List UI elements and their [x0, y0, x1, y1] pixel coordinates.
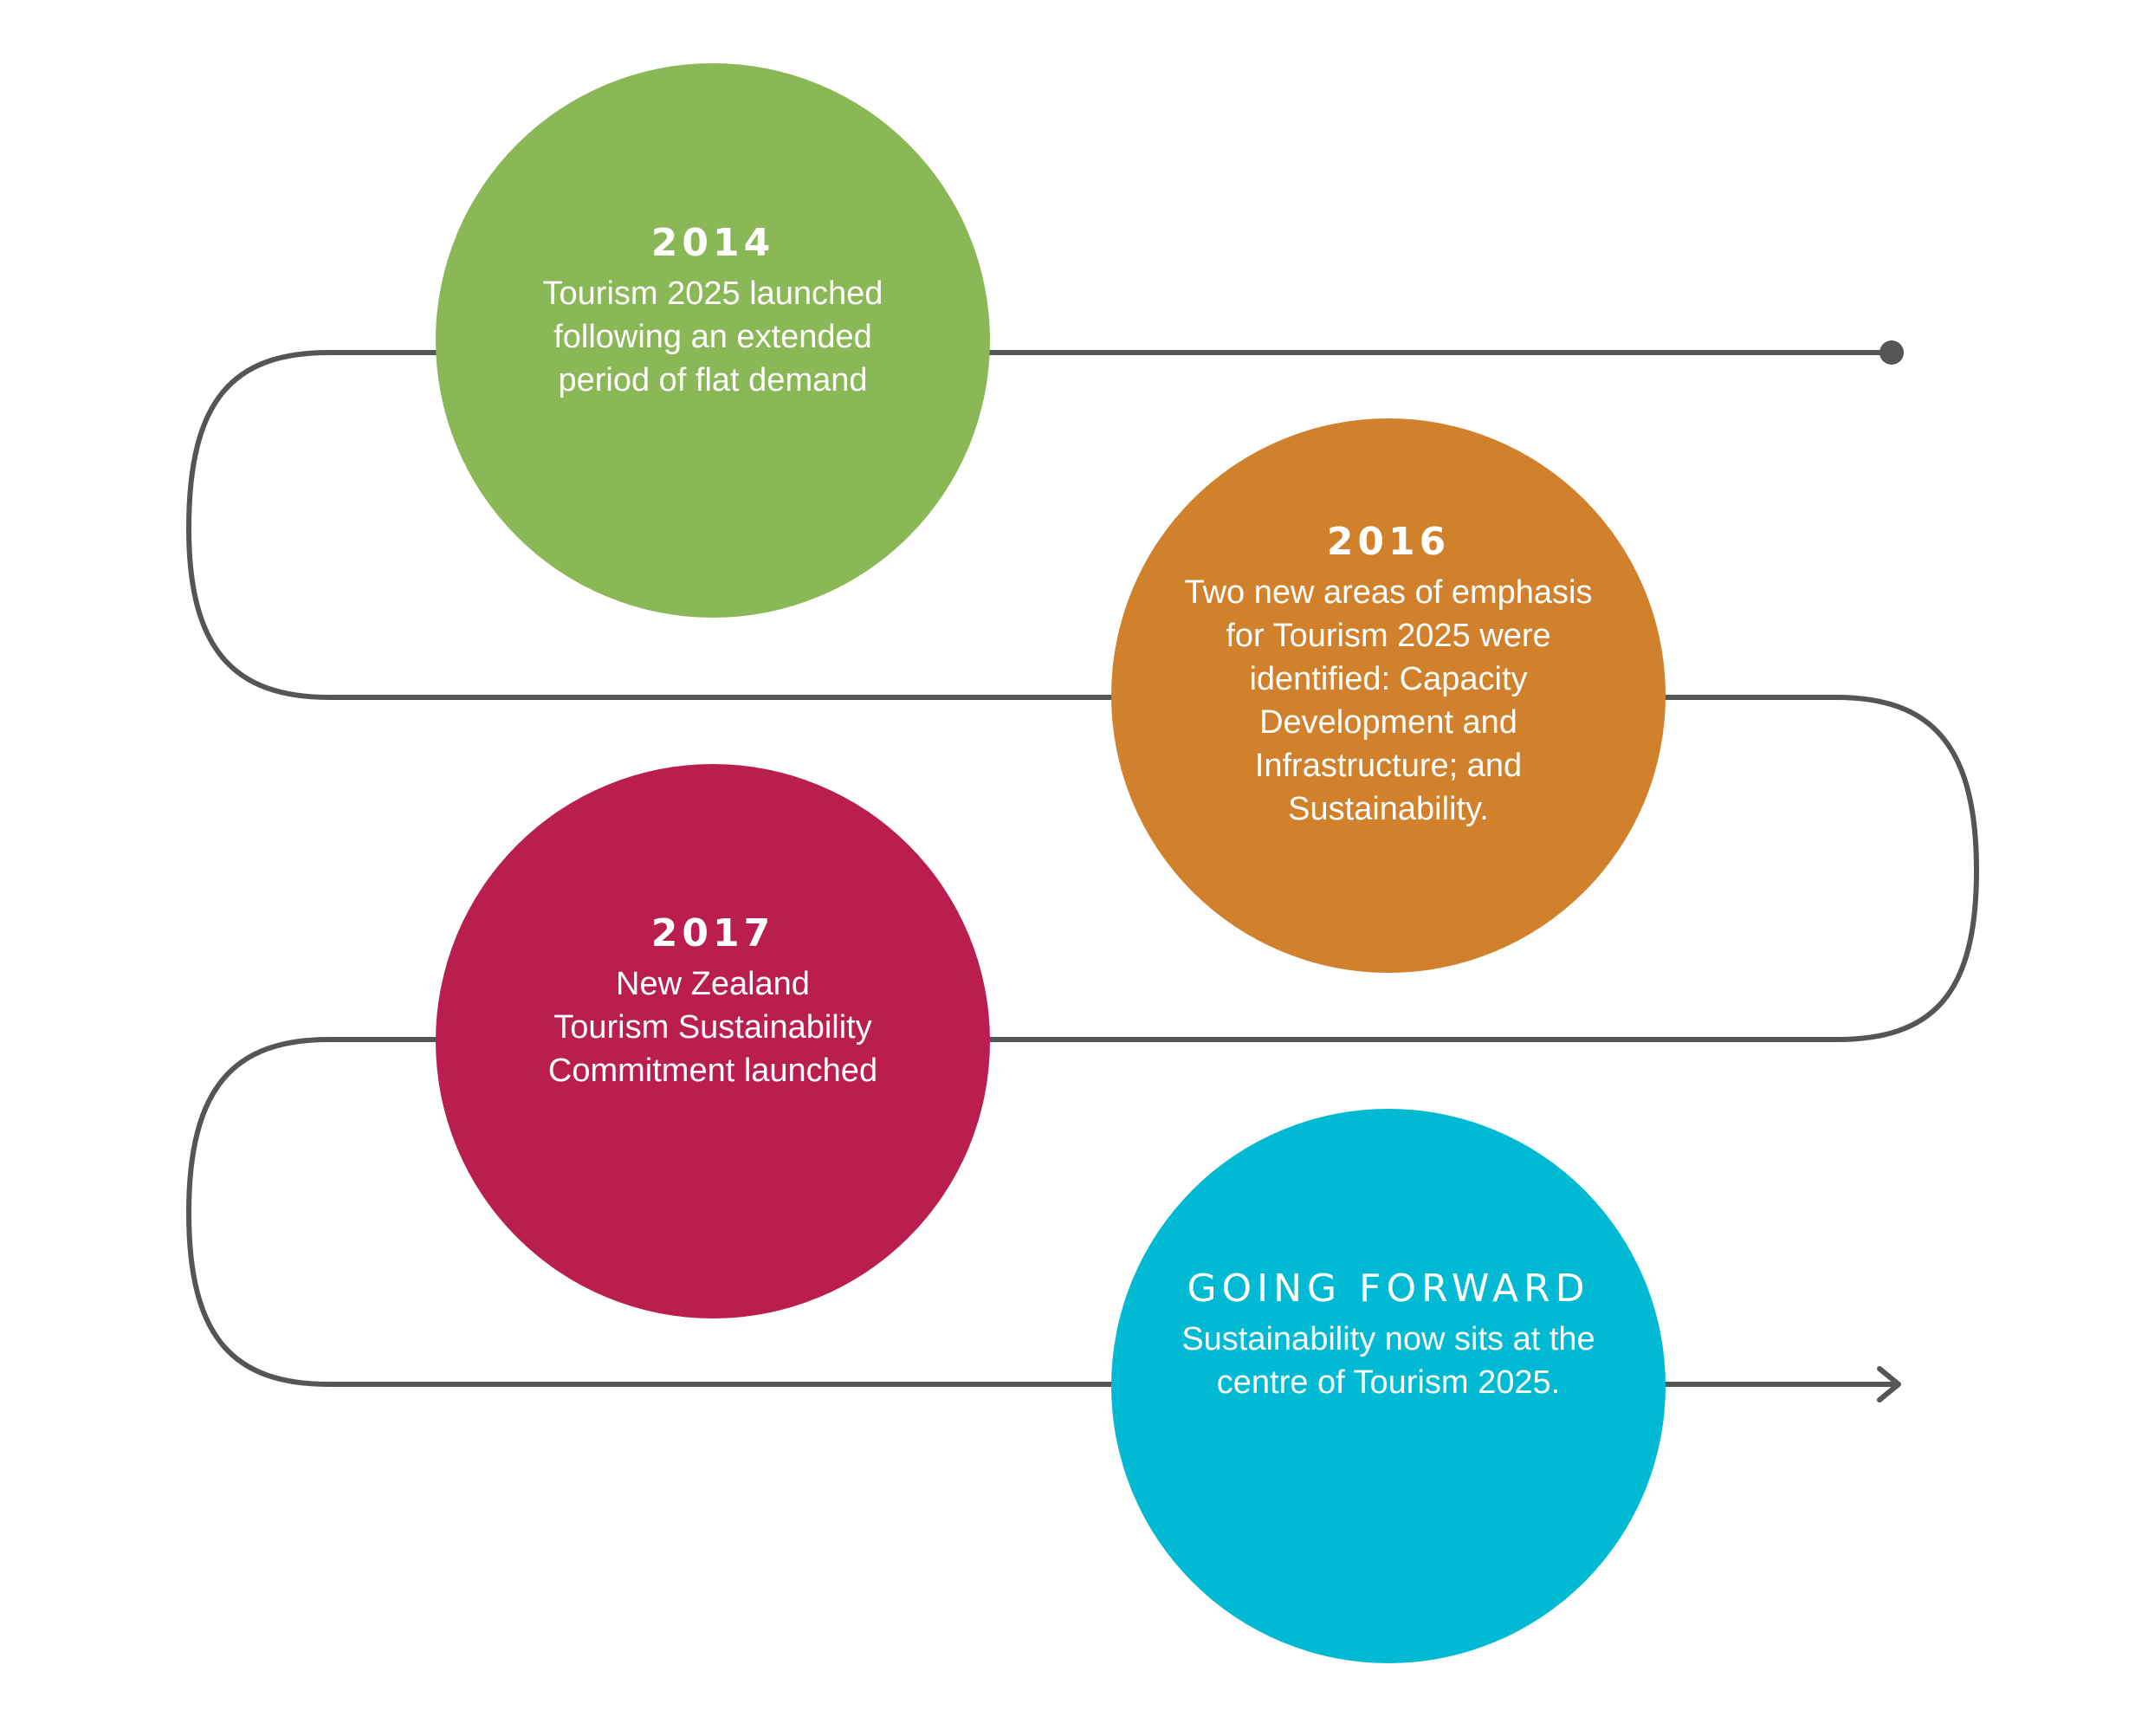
- description-line: for Tourism 2025 were: [1226, 618, 1551, 654]
- arrow-head-icon: [1877, 1366, 1901, 1402]
- milestone-description: Sustainability now sits at the centre of…: [1181, 1318, 1595, 1404]
- description-line: period of flat demand: [558, 362, 868, 398]
- description-line: centre of Tourism 2025.: [1216, 1364, 1561, 1401]
- description-line: Tourism 2025 launched: [542, 275, 883, 312]
- milestone-2017: 2017 New Zealand Tourism Sustainability …: [436, 764, 990, 1318]
- milestone-going-forward: GOING FORWARD Sustainability now sits at…: [1111, 1109, 1666, 1663]
- description-line: Development and: [1259, 704, 1517, 741]
- milestone-heading: 2017: [650, 910, 775, 955]
- milestone-2016: 2016 Two new areas of emphasis for Touri…: [1111, 418, 1666, 973]
- milestone-heading: GOING FORWARD: [1187, 1266, 1590, 1311]
- description-line: Sustainability now sits at the: [1181, 1321, 1595, 1357]
- milestone-heading: 2016: [1326, 520, 1451, 564]
- description-line: Infrastructure; and: [1254, 748, 1523, 784]
- milestone-description: Tourism 2025 launched following an exten…: [543, 272, 883, 402]
- path-start-dot: [1880, 340, 1904, 365]
- description-line: identified: Capacity: [1249, 661, 1528, 697]
- milestone-description: New Zealand Tourism Sustainability Commi…: [548, 962, 877, 1092]
- description-line: following an extended: [553, 319, 872, 355]
- description-line: Tourism Sustainability: [553, 1008, 872, 1046]
- milestone-2014: 2014 Tourism 2025 launched following an …: [436, 63, 990, 618]
- description-line: New Zealand: [616, 965, 810, 1002]
- path-line: [186, 350, 1979, 1387]
- description-line: Two new areas of emphasis: [1184, 574, 1593, 611]
- description-line: Sustainability.: [1288, 791, 1489, 827]
- milestone-heading: 2014: [650, 221, 775, 265]
- milestone-description: Two new areas of emphasis for Tourism 20…: [1184, 571, 1592, 831]
- description-line: Commitment launched: [547, 1052, 878, 1089]
